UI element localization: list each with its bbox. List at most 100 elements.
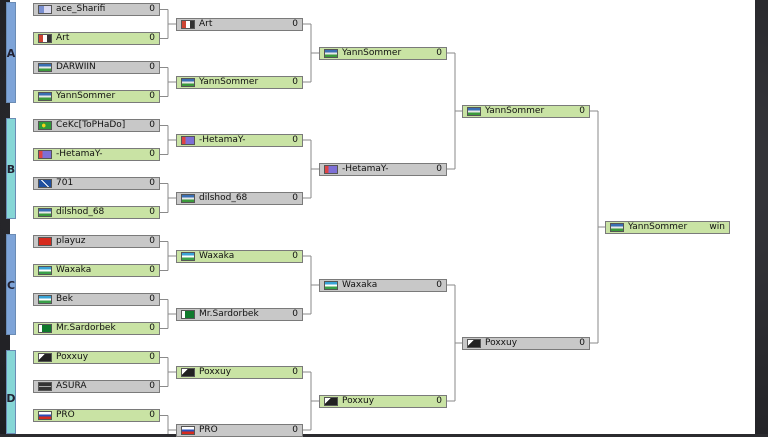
bracket-slot-round-1[interactable]: playuz 0 <box>33 235 160 248</box>
flag-icon-e <box>181 136 195 145</box>
flag-icon-j <box>467 339 481 348</box>
bracket-slot-round-2[interactable]: YannSommer 0 <box>176 76 303 89</box>
flag-icon-e <box>324 165 338 174</box>
player-score: 0 <box>436 280 442 290</box>
flag-icon-j <box>38 353 52 362</box>
player-name: dilshod_68 <box>199 193 248 203</box>
player-name: Art <box>199 19 213 29</box>
bracket-slot-round-1[interactable]: DARWIIN 0 <box>33 61 160 74</box>
player-score: 0 <box>579 106 585 116</box>
group-letter: C <box>6 279 16 292</box>
flag-icon-b <box>181 20 195 29</box>
player-score: 0 <box>292 367 298 377</box>
flag-icon-c <box>324 49 338 58</box>
group-letter: A <box>6 47 16 60</box>
player-score: 0 <box>579 338 585 348</box>
player-score: 0 <box>149 265 155 275</box>
flag-icon-c <box>181 194 195 203</box>
player-name: 701 <box>56 178 74 188</box>
bracket-slot-round-1[interactable]: ASURA 0 <box>33 380 160 393</box>
bracket-slot-round-3[interactable]: Waxaka 0 <box>319 279 447 292</box>
player-score: 0 <box>149 207 155 217</box>
player-name: ASURA <box>56 381 87 391</box>
player-score: 0 <box>149 4 155 14</box>
flag-icon-b <box>38 34 52 43</box>
group-letter: D <box>6 392 16 405</box>
group-bar-a <box>6 2 16 103</box>
flag-icon-h <box>324 281 338 290</box>
bracket-slot-round-2[interactable]: Mr.Sardorbek 0 <box>176 308 303 321</box>
player-name: YannSommer <box>199 77 259 87</box>
player-name: Poxxuy <box>199 367 232 377</box>
bracket-slot-round-1[interactable]: CeKc[ToPHaDo] 0 <box>33 119 160 132</box>
flag-icon-k <box>38 382 52 391</box>
player-name: YannSommer <box>485 106 545 116</box>
flag-icon-e <box>38 150 52 159</box>
bracket-slot-round-2[interactable]: Poxxuy 0 <box>176 366 303 379</box>
flag-icon-c <box>38 63 52 72</box>
player-score: win <box>709 222 725 232</box>
player-name: Art <box>56 33 70 43</box>
player-name: Bek <box>56 294 73 304</box>
player-name: Poxxuy <box>56 352 89 362</box>
flag-icon-i <box>181 310 195 319</box>
player-score: 0 <box>149 381 155 391</box>
player-name: PRO <box>56 410 75 420</box>
flag-icon-c <box>467 107 481 116</box>
bracket-slot-round-4[interactable]: Poxxuy 0 <box>462 337 590 350</box>
player-score: 0 <box>149 149 155 159</box>
group-bar-c <box>6 234 16 335</box>
flag-icon-h <box>38 266 52 275</box>
player-name: playuz <box>56 236 86 246</box>
player-name: Mr.Sardorbek <box>199 309 259 319</box>
player-score: 0 <box>149 62 155 72</box>
bracket-slot-round-4[interactable]: YannSommer 0 <box>462 105 590 118</box>
player-name: PRO <box>199 425 218 435</box>
flag-icon-i <box>38 324 52 333</box>
player-score: 0 <box>149 236 155 246</box>
player-name: Waxaka <box>199 251 235 261</box>
player-score: 0 <box>292 135 298 145</box>
player-score: 0 <box>292 77 298 87</box>
bracket-slot-round-3[interactable]: Poxxuy 0 <box>319 395 447 408</box>
player-score: 0 <box>436 164 442 174</box>
player-name: Waxaka <box>56 265 92 275</box>
bracket-slot-round-2[interactable]: Art 0 <box>176 18 303 31</box>
player-score: 0 <box>436 396 442 406</box>
player-score: 0 <box>292 309 298 319</box>
bracket-slot-round-1[interactable]: -HetamaY-0 <box>33 148 160 161</box>
player-name: Poxxuy <box>485 338 518 348</box>
bracket-slot-round-2[interactable]: -HetamaY-0 <box>176 134 303 147</box>
player-name: Poxxuy <box>342 396 375 406</box>
player-score: 0 <box>292 19 298 29</box>
player-name: DARWIIN <box>56 62 96 72</box>
flag-icon-d <box>38 121 52 130</box>
flag-icon-h <box>38 295 52 304</box>
bracket-slot-round-1[interactable]: Bek 0 <box>33 293 160 306</box>
player-name: CeKc[ToPHaDo] <box>56 120 126 130</box>
bracket-slot-round-1[interactable]: Waxaka 0 <box>33 264 160 277</box>
flag-icon-j <box>181 368 195 377</box>
flag-icon-c <box>38 92 52 101</box>
flag-icon-l <box>38 411 52 420</box>
player-score: 0 <box>149 410 155 420</box>
group-letter: B <box>6 163 16 176</box>
player-name: Waxaka <box>342 280 378 290</box>
player-score: 0 <box>149 120 155 130</box>
player-score: 0 <box>149 294 155 304</box>
bracket-slot-round-3[interactable]: -HetamaY-0 <box>319 163 447 176</box>
bracket-slot-round-1[interactable]: PRO 0 <box>33 409 160 422</box>
